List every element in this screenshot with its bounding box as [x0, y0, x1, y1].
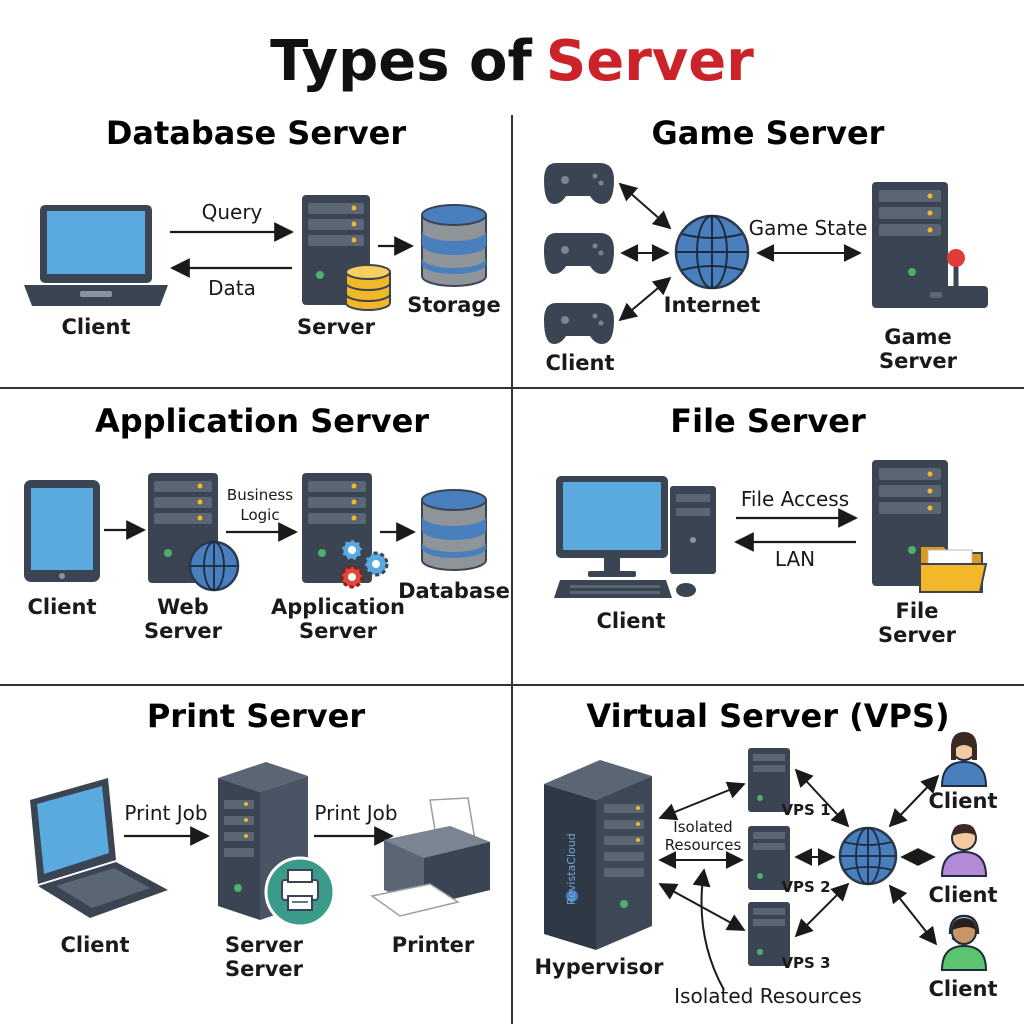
- database-cylinder-icon: [345, 264, 391, 311]
- label-business-logic-line1: Business: [227, 486, 293, 504]
- label-app-server-line1: Application: [271, 595, 405, 619]
- label-vps-1: VPS 1: [781, 801, 830, 819]
- vps-server-icon: [748, 826, 790, 890]
- server-tower-icon: [302, 473, 372, 583]
- panel-title-print: Print Server: [147, 697, 366, 735]
- brand-watermark: RevistaCloud: [565, 833, 578, 905]
- label-vps-client-2: Client: [928, 883, 997, 907]
- label-print-server-line1: Server: [225, 933, 304, 957]
- hypervisor-vps1-arrow: [658, 781, 746, 821]
- label-print-job-1: Print Job: [124, 801, 207, 825]
- person-icon: [940, 732, 988, 787]
- controller-internet-arrow: [618, 182, 672, 230]
- printer-icon: [370, 797, 490, 917]
- label-storage: Storage: [407, 293, 500, 317]
- desktop-computer-icon: [556, 476, 716, 577]
- title-prefix: Types of: [270, 29, 532, 94]
- gamepad-icon: [544, 303, 614, 344]
- panel-virtual-server: Virtual Server (VPS) RevistaCloud Hyperv…: [534, 697, 997, 1008]
- globe-icon: [674, 214, 750, 290]
- label-isolated-line2: Resources: [665, 836, 742, 854]
- panel-application-server: Application Server Client Web Serve: [24, 402, 510, 643]
- panel-database-server: Database Server Client Query Data: [24, 114, 501, 339]
- label-hypervisor: Hypervisor: [534, 955, 664, 979]
- hypervisor-tower-icon: [544, 760, 652, 950]
- title-highlight: Server: [546, 29, 754, 94]
- person-icon: [940, 824, 988, 877]
- keyboard-icon: [554, 580, 672, 598]
- label-printer: Printer: [392, 933, 475, 957]
- label-game-state: Game State: [749, 216, 868, 240]
- laptop-icon: [24, 205, 168, 306]
- label-file-server-line1: File: [896, 599, 939, 623]
- laptop-icon: [30, 778, 168, 918]
- folder-icon: [919, 545, 988, 593]
- server-tower-icon: [872, 182, 948, 308]
- panel-print-server: Print Server Client Print Job: [30, 697, 490, 981]
- gears-icon: [340, 538, 389, 589]
- gamepad-icon: [544, 233, 614, 274]
- controller-internet-arrow: [618, 276, 672, 322]
- label-vps-client-3: Client: [928, 977, 997, 1001]
- label-web-server-line1: Web: [157, 595, 209, 619]
- label-vps-client-1: Client: [928, 789, 997, 813]
- label-client: Client: [596, 609, 665, 633]
- label-client: Client: [27, 595, 96, 619]
- label-file-access: File Access: [741, 487, 849, 511]
- panel-title-game: Game Server: [652, 114, 885, 152]
- globe-client1-arrow: [888, 774, 940, 828]
- panel-title-application: Application Server: [95, 402, 429, 440]
- label-print-job-2: Print Job: [314, 801, 397, 825]
- globe-icon: [188, 540, 240, 592]
- vps1-globe-arrow: [794, 768, 850, 828]
- label-game-server-line1: Game: [884, 325, 952, 349]
- label-isolated-bottom: Isolated Resources: [674, 984, 862, 1008]
- panel-game-server: Game Server Client Internet Game: [544, 114, 988, 375]
- joystick-icon: [924, 249, 988, 308]
- gamepad-icon: [544, 163, 614, 204]
- label-web-server-line2: Server: [144, 619, 223, 643]
- vps-server-icon: [748, 748, 790, 812]
- person-headset-icon: [940, 914, 988, 971]
- printer-badge-icon: [264, 856, 336, 928]
- storage-icon: [421, 204, 487, 287]
- label-database: Database: [398, 579, 510, 603]
- panel-title-database: Database Server: [106, 114, 407, 152]
- label-app-server-line2: Server: [299, 619, 378, 643]
- label-lan: LAN: [775, 547, 815, 571]
- vps-server-icon: [748, 902, 790, 966]
- tablet-icon: [24, 480, 100, 582]
- panel-title-virtual: Virtual Server (VPS): [586, 697, 949, 735]
- label-isolated-line1: Isolated: [673, 818, 732, 836]
- label-vps-2: VPS 2: [781, 878, 830, 896]
- isolated-resources-pointer: [692, 868, 725, 991]
- label-file-server-line2: Server: [878, 623, 957, 647]
- globe-client3-arrow: [888, 884, 938, 946]
- panel-title-file: File Server: [670, 402, 866, 440]
- label-vps-3: VPS 3: [781, 954, 830, 972]
- mouse-icon: [676, 583, 696, 597]
- label-client: Client: [60, 933, 129, 957]
- label-client: Client: [61, 315, 130, 339]
- label-server: Server: [297, 315, 376, 339]
- database-icon: [421, 489, 487, 571]
- label-data: Data: [208, 276, 256, 300]
- globe-icon: [838, 826, 898, 886]
- label-client: Client: [545, 351, 614, 375]
- vps3-globe-arrow: [794, 882, 850, 938]
- label-internet: Internet: [664, 293, 761, 317]
- panel-file-server: File Server Client File Access LAN: [554, 402, 988, 647]
- label-print-server-line2: Server: [225, 957, 304, 981]
- label-game-server-line2: Server: [879, 349, 958, 373]
- label-query: Query: [202, 200, 263, 224]
- label-business-logic-line2: Logic: [240, 506, 279, 524]
